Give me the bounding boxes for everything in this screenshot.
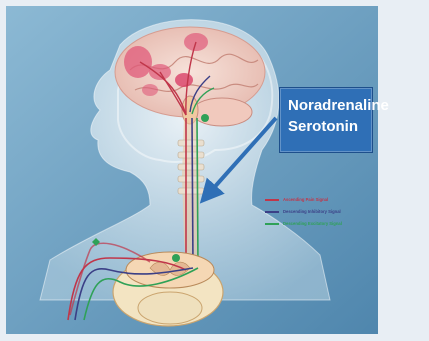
cerebellum — [192, 98, 252, 126]
brain-region-frontal — [124, 46, 152, 78]
excitatory-signal-spine — [197, 118, 198, 268]
callout-label-serotonin: Serotonin — [288, 118, 358, 136]
legend-label-excitatory: Descending Excitatory Signal — [283, 219, 342, 229]
legend-swatch-pain — [265, 199, 279, 201]
legend-item-descending-excitatory: Descending Excitatory Signal — [263, 219, 359, 229]
neurotransmitter-callout: Noradrenaline Serotonin — [279, 87, 373, 153]
brain-region-insula — [142, 84, 158, 96]
legend-label-pain: Ascending Pain Signal — [283, 195, 328, 205]
inhibitory-signal-spine — [192, 118, 193, 268]
vertebral-body — [138, 292, 202, 324]
legend-item-ascending-pain: Ascending Pain Signal — [263, 195, 359, 205]
legend-label-inhibitory: Descending Inhibitory Signal — [283, 207, 341, 217]
node-marker-upper — [201, 114, 209, 122]
callout-label-noradrenaline: Noradrenaline — [288, 97, 389, 115]
node-marker-lower — [172, 254, 180, 262]
legend-swatch-inhibitory — [265, 211, 279, 213]
signal-legend: Ascending Pain Signal Descending Inhibit… — [263, 195, 359, 235]
legend-swatch-excitatory — [265, 223, 279, 225]
legend-item-descending-inhibitory: Descending Inhibitory Signal — [263, 207, 359, 217]
brain-region-thalamus — [175, 73, 193, 87]
